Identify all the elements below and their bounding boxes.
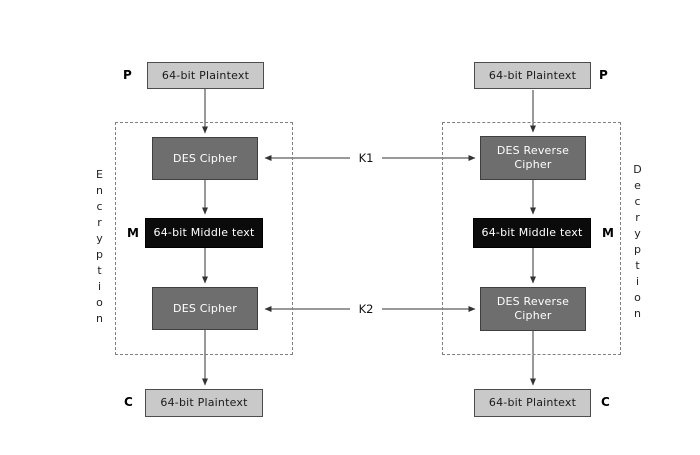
enc-middle-label-m: M bbox=[127, 226, 139, 240]
dec-ciphertext-label-c: C bbox=[601, 395, 610, 409]
dec-des-reverse-cipher-1-box: DES Reverse Cipher bbox=[480, 136, 586, 180]
enc-plaintext-label-p: P bbox=[123, 68, 132, 82]
dec-plaintext-box: 64-bit Plaintext bbox=[474, 62, 591, 89]
decryption-section-label: Decryption bbox=[631, 163, 644, 323]
decryption-boundary-box bbox=[442, 122, 621, 355]
key-k1-label: K1 bbox=[356, 151, 376, 165]
enc-plaintext-box: 64-bit Plaintext bbox=[147, 62, 264, 89]
dec-middle-text-box: 64-bit Middle text bbox=[473, 218, 591, 248]
dec-plaintext-label-p: P bbox=[599, 68, 608, 82]
key-k2-label: K2 bbox=[356, 302, 376, 316]
enc-ciphertext-label-c: C bbox=[124, 395, 133, 409]
dec-output-box: 64-bit Plaintext bbox=[474, 389, 591, 417]
enc-des-cipher-1-box: DES Cipher bbox=[152, 137, 258, 180]
encryption-section-label: Encryption bbox=[93, 168, 106, 328]
dec-des-reverse-cipher-2-box: DES Reverse Cipher bbox=[480, 287, 586, 331]
enc-middle-text-box: 64-bit Middle text bbox=[145, 218, 263, 248]
enc-des-cipher-2-box: DES Cipher bbox=[152, 287, 258, 330]
enc-output-box: 64-bit Plaintext bbox=[145, 389, 263, 417]
encryption-boundary-box bbox=[115, 122, 293, 355]
dec-middle-label-m: M bbox=[602, 226, 614, 240]
